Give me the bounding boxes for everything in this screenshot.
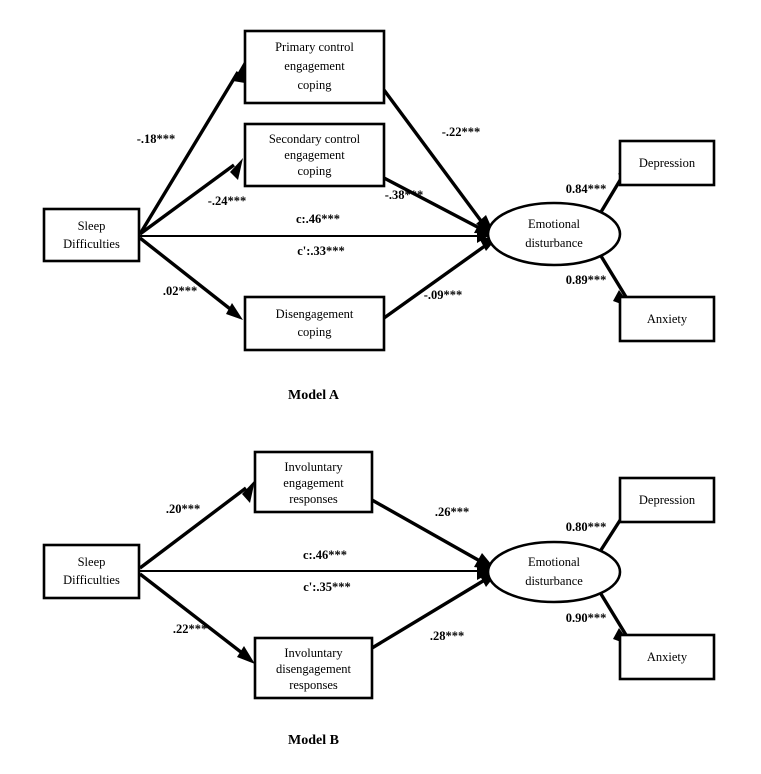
node-sleep-difficulties[interactable]: Sleep Difficulties	[42, 207, 141, 263]
model-b-caption: Model B	[288, 733, 339, 748]
path-label-sleep-to-disengagement: .02***	[163, 284, 197, 298]
path-label-involuntary-disengagement-to-emotional: .28***	[430, 629, 464, 643]
node-involuntary-disengagement-responses[interactable]: Involuntary disengagement responses	[253, 636, 374, 700]
involuntary-disengagement-line1: Involuntary	[284, 646, 343, 660]
path-label-disengagement-to-emotional: -.09***	[424, 288, 463, 302]
path-label-emotional-to-depression: 0.80***	[566, 520, 607, 534]
node-sleep-difficulties[interactable]: Sleep Difficulties	[42, 543, 141, 600]
model-b-nodes: Sleep Difficulties Involuntary engagemen…	[42, 450, 716, 700]
model-a-edge-labels: -.18*** -.24*** .02*** c:.46*** c':.33**…	[137, 125, 607, 302]
involuntary-engagement-line2: engagement	[283, 476, 344, 490]
edge-sleep-to-involuntary-engagement	[138, 480, 255, 570]
path-label-sleep-to-emotional-total: c:.46***	[303, 548, 347, 562]
path-label-primary-control-to-emotional: -.22***	[442, 125, 481, 139]
depression-label: Depression	[639, 156, 696, 170]
model-a-diagram: Sleep Difficulties Primary control engag…	[42, 29, 716, 352]
model-b-edges	[138, 480, 632, 664]
path-label-sleep-to-involuntary-disengagement: .22***	[173, 622, 207, 636]
involuntary-engagement-line1: Involuntary	[284, 460, 343, 474]
node-disengagement-coping[interactable]: Disengagement coping	[243, 295, 386, 352]
edge-disengagement-to-emotional	[383, 238, 497, 320]
model-b-edge-labels: .20*** .22*** c:.46*** c':.35*** .26*** …	[166, 502, 607, 643]
node-anxiety[interactable]: Anxiety	[618, 633, 716, 681]
node-depression[interactable]: Depression	[618, 139, 716, 187]
path-label-sleep-to-primary-control: -.18***	[137, 132, 176, 146]
node-emotional-disturbance[interactable]: Emotional disturbance	[486, 201, 622, 267]
sleep-difficulties-line2: Difficulties	[63, 237, 120, 251]
model-b-diagram: Sleep Difficulties Involuntary engagemen…	[42, 450, 716, 700]
edge-sleep-to-emotional-direct	[140, 562, 494, 580]
node-emotional-disturbance[interactable]: Emotional disturbance	[486, 540, 622, 604]
node-depression[interactable]: Depression	[618, 476, 716, 524]
path-label-involuntary-engagement-to-emotional: .26***	[435, 505, 469, 519]
primary-control-line1: Primary control	[275, 40, 354, 54]
node-anxiety[interactable]: Anxiety	[618, 295, 716, 343]
node-involuntary-engagement-responses[interactable]: Involuntary engagement responses	[253, 450, 374, 514]
path-label-sleep-to-emotional-total: c:.46***	[296, 212, 340, 226]
involuntary-engagement-line3: responses	[289, 492, 338, 506]
path-label-sleep-to-emotional-direct: c':.35***	[303, 580, 351, 594]
emotional-disturbance-line1: Emotional	[528, 217, 581, 231]
secondary-control-line3: coping	[297, 164, 332, 178]
model-a-caption: Model A	[288, 388, 339, 403]
path-label-emotional-to-depression: 0.84***	[566, 182, 607, 196]
path-label-sleep-to-secondary-control: -.24***	[208, 194, 247, 208]
emotional-disturbance-line2: disturbance	[525, 574, 583, 588]
depression-label: Depression	[639, 493, 696, 507]
edge-sleep-to-disengagement	[138, 236, 243, 320]
primary-control-line2: engagement	[284, 59, 345, 73]
path-label-emotional-to-anxiety: 0.89***	[566, 273, 607, 287]
edge-sleep-to-primary-control	[138, 62, 245, 235]
node-secondary-control-engagement-coping[interactable]: Secondary control engagement coping	[243, 122, 386, 188]
path-label-sleep-to-involuntary-engagement: .20***	[166, 502, 200, 516]
edge-sleep-to-secondary-control	[138, 158, 243, 236]
path-label-emotional-to-anxiety: 0.90***	[566, 611, 607, 625]
sleep-difficulties-line1: Sleep	[78, 219, 106, 233]
involuntary-disengagement-line3: responses	[289, 678, 338, 692]
primary-control-line3: coping	[297, 78, 332, 92]
sleep-difficulties-line1: Sleep	[78, 555, 106, 569]
secondary-control-line2: engagement	[284, 148, 345, 162]
edge-sleep-to-involuntary-disengagement	[138, 572, 255, 664]
disengagement-line2: coping	[297, 325, 332, 339]
model-a-nodes: Sleep Difficulties Primary control engag…	[42, 29, 716, 352]
anxiety-label: Anxiety	[647, 312, 688, 326]
edge-secondary-control-to-emotional	[383, 176, 494, 234]
sleep-difficulties-line2: Difficulties	[63, 573, 120, 587]
disengagement-line1: Disengagement	[276, 307, 354, 321]
involuntary-disengagement-line2: disengagement	[276, 662, 352, 676]
path-label-secondary-control-to-emotional: -.38***	[385, 188, 424, 202]
node-primary-control-engagement-coping[interactable]: Primary control engagement coping	[243, 29, 386, 105]
anxiety-label: Anxiety	[647, 650, 688, 664]
edge-sleep-to-emotional-direct	[140, 226, 494, 243]
edge-primary-control-to-emotional	[382, 88, 494, 233]
secondary-control-line1: Secondary control	[269, 132, 361, 146]
path-label-sleep-to-emotional-direct: c':.33***	[297, 244, 345, 258]
emotional-disturbance-line1: Emotional	[528, 555, 581, 569]
emotional-disturbance-line2: disturbance	[525, 236, 583, 250]
